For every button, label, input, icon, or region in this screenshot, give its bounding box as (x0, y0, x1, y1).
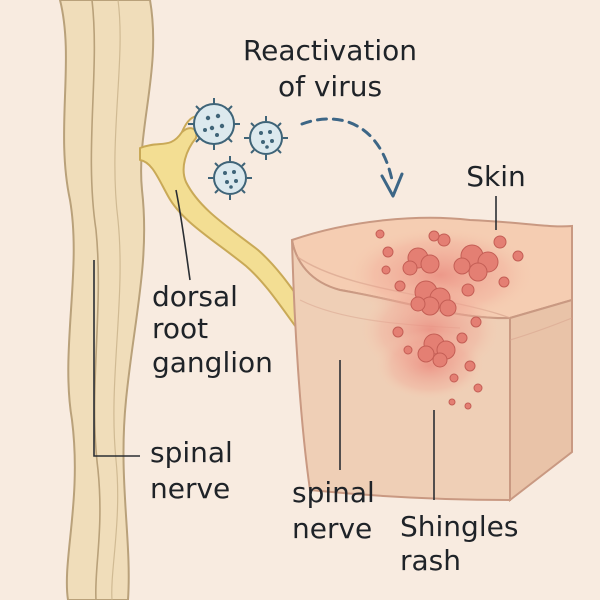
virus-particle-icon (244, 116, 288, 160)
drg-label-line1: dorsal (152, 280, 238, 313)
spinal-nerve-left-label-line1: spinal (150, 436, 233, 469)
dashed-curved-arrow-icon (300, 117, 404, 198)
shingles-label-line2: rash (400, 544, 461, 577)
shingles-rash (345, 227, 535, 410)
virus-particle-icon (208, 156, 252, 200)
labels: Reactivation of virus Skin dorsal root g… (150, 34, 526, 577)
spinal-nerve-left-label-line2: nerve (150, 472, 230, 505)
skin-label: Skin (466, 160, 526, 193)
shingles-label-line1: Shingles (400, 510, 518, 543)
drg-label-line3: ganglion (152, 346, 273, 379)
drg-leader-line (175, 189, 191, 281)
virus-particle-icon (188, 98, 240, 150)
reactivation-label-line2: of virus (278, 70, 382, 103)
reactivation-label-line1: Reactivation (243, 34, 417, 67)
spinal-cord (58, 0, 155, 600)
leader-lines (93, 189, 497, 500)
spinal-nerve-left-leader-line (93, 260, 140, 457)
spinal-nerve-right-label-line2: nerve (292, 512, 372, 545)
spinal-nerve-right-label-line1: spinal (292, 476, 375, 509)
drg-label-line2: root (152, 312, 208, 345)
